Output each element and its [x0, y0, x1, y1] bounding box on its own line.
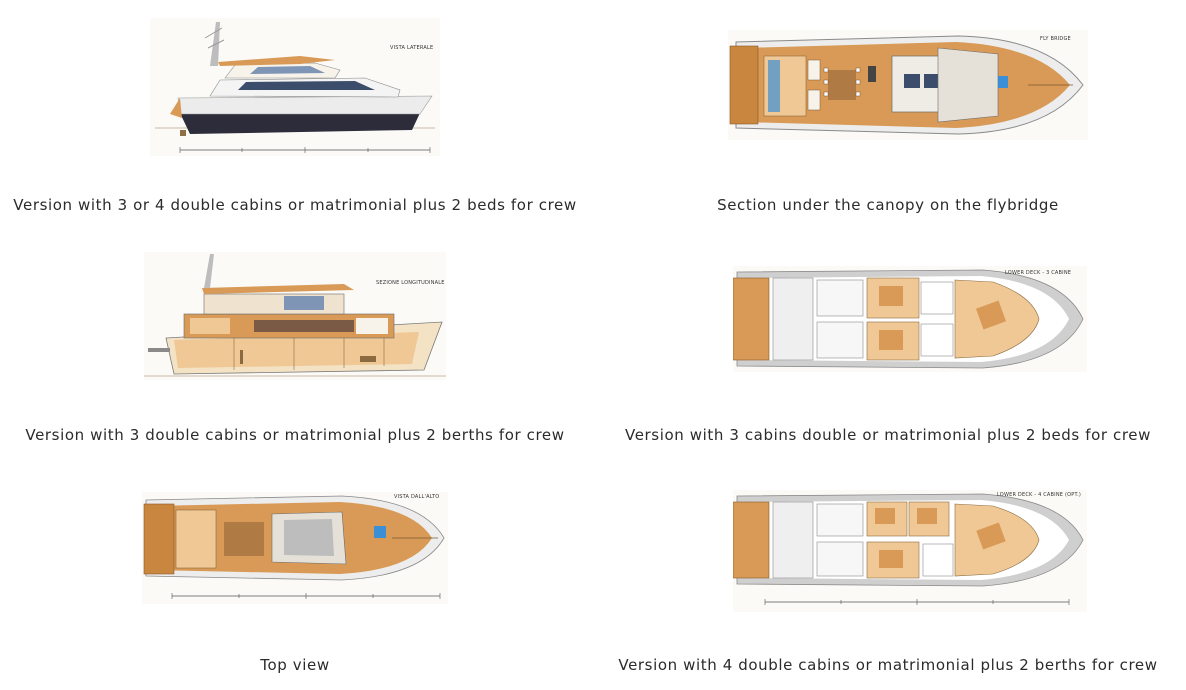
lower-deck-4-cabins-plan-icon [733, 490, 1087, 612]
drawing-tag: VISTA LATERALE [390, 45, 434, 51]
flybridge-plan-icon [728, 30, 1088, 140]
longitudinal-section-image[interactable]: SEZIONE LONGITUDINALE [144, 252, 446, 380]
gallery-item-top-view: VISTA DALL'ALTO Top view [0, 460, 593, 690]
caption-section: Version with 3 double cabins or matrimon… [25, 426, 565, 444]
gallery-item-flybridge: FLY BRIDGE Section under the canopy on t… [593, 0, 1186, 230]
drawing-tag: SEZIONE LONGITUDINALE [376, 280, 445, 286]
caption-lower-deck-3: Version with 3 cabins double or matrimon… [625, 426, 1151, 444]
lower-deck-3-cabins-image[interactable]: LOWER DECK - 3 CABINE [733, 266, 1087, 372]
drawing-tag: LOWER DECK - 4 CABINE (OPT.) [997, 492, 1082, 498]
gallery-item-side-view: VISTA LATERALE Version with 3 or 4 doubl… [0, 0, 593, 230]
lower-deck-3-cabins-plan-icon [733, 266, 1087, 372]
yacht-side-view-icon [150, 18, 440, 156]
top-view-image[interactable]: VISTA DALL'ALTO [142, 492, 448, 604]
drawing-tag: VISTA DALL'ALTO [394, 494, 440, 500]
gallery-item-lower-deck-4: LOWER DECK - 4 CABINE (OPT.) Version wit… [593, 460, 1186, 690]
caption-lower-deck-4: Version with 4 double cabins or matrimon… [618, 656, 1158, 674]
gallery-item-section: SEZIONE LONGITUDINALE Version with 3 dou… [0, 230, 593, 460]
top-view-plan-icon [142, 492, 448, 604]
drawing-tag: FLY BRIDGE [1040, 36, 1071, 42]
caption-side-view: Version with 3 or 4 double cabins or mat… [13, 196, 577, 214]
yacht-side-view-image[interactable]: VISTA LATERALE [150, 18, 440, 156]
caption-flybridge: Section under the canopy on the flybridg… [717, 196, 1059, 214]
caption-top-view: Top view [260, 656, 330, 674]
longitudinal-section-icon [144, 252, 446, 380]
lower-deck-4-cabins-image[interactable]: LOWER DECK - 4 CABINE (OPT.) [733, 490, 1087, 612]
flybridge-plan-image[interactable]: FLY BRIDGE [728, 30, 1088, 140]
gallery-item-lower-deck-3: LOWER DECK - 3 CABINE Version with 3 cab… [593, 230, 1186, 460]
drawing-tag: LOWER DECK - 3 CABINE [1005, 270, 1072, 276]
